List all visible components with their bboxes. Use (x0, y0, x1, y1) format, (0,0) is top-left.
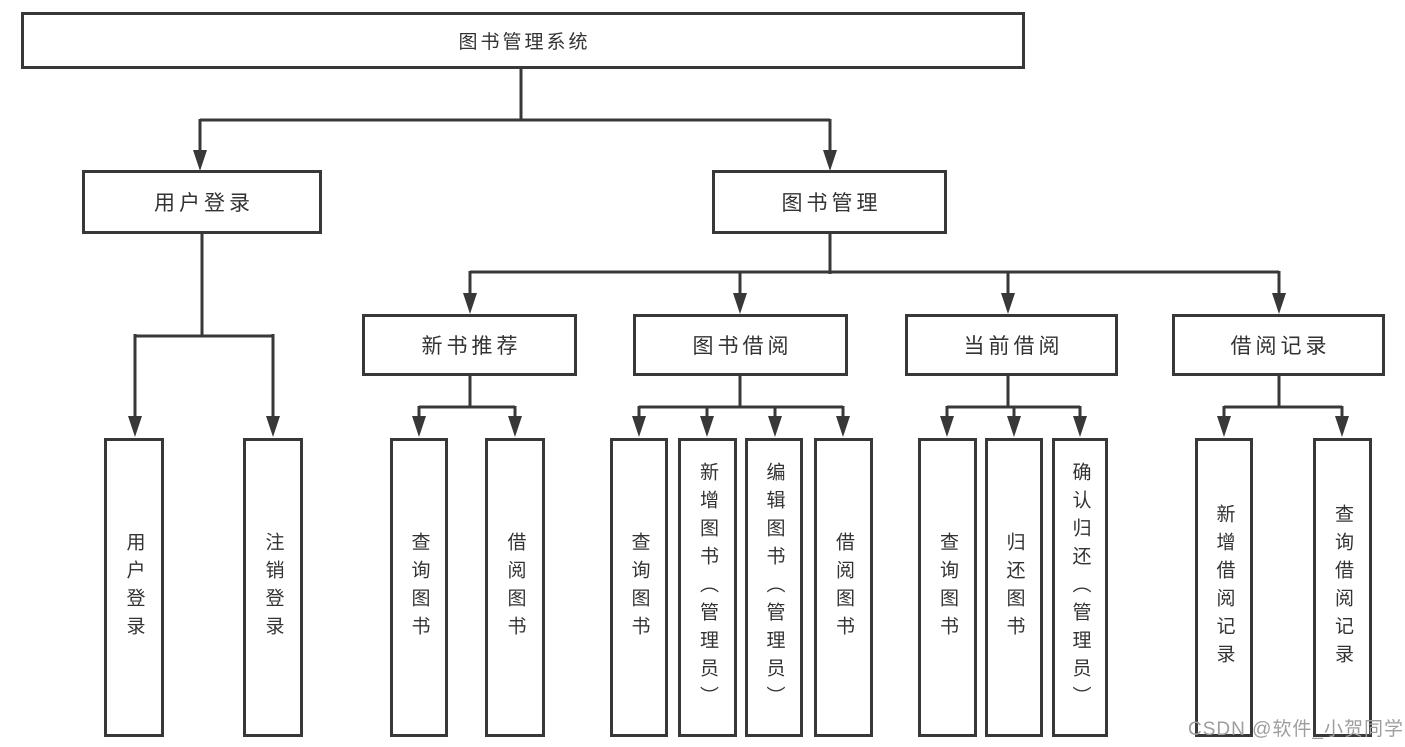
connector-root-to-level2 (193, 66, 837, 171)
node-book-management: 图书管理 (712, 170, 947, 234)
leaf-confirm-return-admin: 确认归还（管理员） (1052, 438, 1108, 737)
connector-book-borrowing-branch (632, 374, 850, 437)
node-label: 归还图书 (1003, 531, 1025, 644)
arrow-down-icon (412, 416, 426, 437)
leaf-borrow-books-recommend: 借阅图书 (485, 438, 545, 737)
node-label: 新增图书（管理员） (697, 461, 718, 714)
arrow-down-icon (1007, 416, 1021, 437)
leaf-add-borrow-record: 新增借阅记录 (1195, 438, 1253, 737)
arrow-down-icon (1217, 416, 1231, 437)
node-current-borrowing: 当前借阅 (905, 314, 1118, 376)
arrow-down-icon (823, 150, 837, 171)
node-label: 图书借阅 (692, 335, 793, 358)
node-book-borrowing: 图书借阅 (633, 314, 848, 376)
arrow-down-icon (836, 416, 850, 437)
connector-borrowing-records-branch (1217, 374, 1349, 437)
arrow-down-icon (463, 293, 477, 314)
connector-current-borrowing-branch (940, 374, 1087, 437)
node-label: 借阅图书 (504, 531, 526, 644)
node-label: 借阅图书 (833, 531, 854, 644)
arrow-down-icon (193, 150, 207, 171)
node-label: 图书管理系统 (458, 32, 591, 53)
arrow-down-icon (266, 416, 280, 437)
arrow-down-icon (768, 416, 782, 437)
arrow-down-icon (940, 416, 954, 437)
node-label: 借阅记录 (1230, 335, 1331, 358)
connector-new-book-recommendation-branch (412, 374, 522, 437)
leaf-add-books-admin: 新增图书（管理员） (678, 438, 737, 737)
node-label: 当前借阅 (963, 335, 1064, 358)
leaf-user-login: 用户登录 (104, 438, 164, 737)
node-label: 新增借阅记录 (1213, 503, 1235, 672)
arrow-down-icon (128, 416, 142, 437)
arrow-down-icon (1001, 293, 1015, 314)
arrow-down-icon (700, 416, 714, 437)
leaf-query-books-current: 查询图书 (918, 438, 977, 737)
leaf-query-borrow-record: 查询借阅记录 (1313, 438, 1372, 737)
connector-book-management-branch (463, 232, 1286, 314)
node-label: 用户登录 (123, 531, 145, 644)
node-label: 查询图书 (408, 531, 430, 644)
node-label: 用户登录 (154, 192, 254, 215)
leaf-edit-books-admin: 编辑图书（管理员） (745, 438, 803, 737)
leaf-logout: 注销登录 (243, 438, 303, 737)
arrow-down-icon (1335, 416, 1349, 437)
node-label: 查询借阅记录 (1332, 503, 1353, 672)
node-label: 注销登录 (262, 531, 284, 644)
watermark-text: CSDN @软件_小贺同学 (1188, 719, 1404, 740)
node-label: 编辑图书（管理员） (763, 461, 785, 714)
node-label: 查询图书 (628, 531, 650, 644)
node-library-management-system: 图书管理系统 (21, 12, 1025, 69)
node-borrowing-records: 借阅记录 (1172, 314, 1385, 376)
arrow-down-icon (1073, 416, 1087, 437)
node-label: 查询图书 (937, 531, 958, 644)
arrow-down-icon (508, 416, 522, 437)
connector-user-login-branch (128, 231, 280, 437)
arrow-down-icon (1272, 293, 1286, 314)
node-user-login: 用户登录 (82, 170, 322, 234)
node-label: 图书管理 (781, 192, 882, 215)
node-label: 确认归还（管理员） (1069, 461, 1091, 714)
arrow-down-icon (733, 293, 747, 314)
node-label: 新书推荐 (421, 335, 522, 358)
leaf-query-books-recommend: 查询图书 (390, 438, 448, 737)
leaf-return-books: 归还图书 (985, 438, 1043, 737)
leaf-borrow-books-borrowing: 借阅图书 (814, 438, 873, 737)
arrow-down-icon (632, 416, 646, 437)
leaf-query-books-borrowing: 查询图书 (610, 438, 668, 737)
node-new-book-recommendation: 新书推荐 (362, 314, 577, 376)
